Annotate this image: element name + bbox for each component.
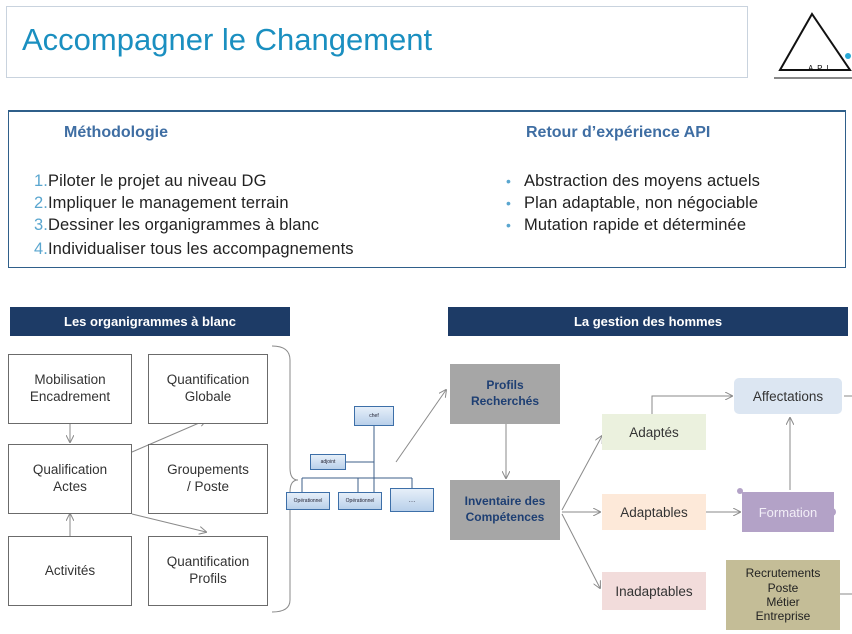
method-num: 4. xyxy=(34,240,48,258)
box-line: Actes xyxy=(53,479,87,494)
box-line: Métier xyxy=(766,595,800,609)
method-item-text: Individualiser tous les accompagnements xyxy=(47,240,354,258)
method-num: 2. xyxy=(34,194,48,212)
method-num: 3. xyxy=(34,216,48,234)
box-line: Profils xyxy=(486,378,524,393)
adaptes-box: Adaptés xyxy=(602,414,706,450)
activites-box: Activités xyxy=(8,536,132,606)
methodology-heading: Méthodologie xyxy=(64,124,168,141)
org-more-box: … xyxy=(390,488,434,512)
box-line: Recrutements xyxy=(745,566,821,581)
org-operationnel-box: Opérationnel xyxy=(338,492,382,510)
box-line: Compétences xyxy=(465,510,545,524)
box-line: Recherchés xyxy=(470,394,540,408)
box-line: / Poste xyxy=(186,479,229,494)
page-title: Accompagner le Changement xyxy=(22,22,433,57)
retour-item-text: Mutation rapide et déterminée xyxy=(524,216,747,234)
inadaptables-box: Inadaptables xyxy=(602,572,706,610)
org-operationnel-box: Opérationnel xyxy=(286,492,330,510)
bullet-icon: • xyxy=(506,173,512,189)
box-line: Quantification xyxy=(166,372,250,388)
method-item-4: 4.Individualiser tous les accompagnement… xyxy=(34,240,354,259)
box-line: Entreprise xyxy=(755,609,811,624)
box-line: Profils xyxy=(189,571,227,586)
organigrammes-banner: Les organigrammes à blanc xyxy=(10,307,290,336)
method-item-1: 1.Piloter le projet au niveau DG xyxy=(34,172,267,191)
box-line: Quantification xyxy=(166,554,250,570)
retour-item-text: Abstraction des moyens actuels xyxy=(524,172,760,190)
triangle-logo-icon xyxy=(774,12,852,79)
gestion-banner: La gestion des hommes xyxy=(448,307,848,336)
retour-item-2: • Plan adaptable, non négociable xyxy=(506,194,758,213)
retour-item-text: Plan adaptable, non négociable xyxy=(524,194,759,212)
method-num: 1. xyxy=(34,172,48,190)
api-logo: A P I xyxy=(772,10,852,82)
box-line: Globale xyxy=(184,389,232,404)
retour-item-3: • Mutation rapide et déterminée xyxy=(506,216,746,235)
methodology-box xyxy=(8,110,846,268)
box-line: Encadrement xyxy=(29,389,111,404)
method-item-text: Dessiner les organigrammes à blanc xyxy=(47,216,320,234)
box-line: Activités xyxy=(44,562,96,578)
org-chef-box: chef xyxy=(354,406,394,426)
formation-corner-dot xyxy=(828,508,836,516)
box-line: Inventaire des xyxy=(464,494,546,509)
title-box xyxy=(6,6,748,78)
affectations-box: Affectations xyxy=(734,378,842,414)
recrutements-box: Recrutements Poste Métier Entreprise xyxy=(726,560,840,630)
retour-heading: Retour d’expérience API xyxy=(526,124,711,141)
adaptables-box: Adaptables xyxy=(602,494,706,530)
bullet-icon: • xyxy=(506,195,512,211)
method-item-text: Impliquer le management terrain xyxy=(47,194,289,212)
formation-box: Formation xyxy=(742,492,834,532)
org-adjoint-box: adjoint xyxy=(310,454,346,470)
box-line: Mobilisation xyxy=(34,372,106,388)
method-item-2: 2.Impliquer le management terrain xyxy=(34,194,289,213)
box-line: Poste xyxy=(767,580,799,595)
method-item-text: Piloter le projet au niveau DG xyxy=(47,172,267,190)
logo-text: A P I xyxy=(808,64,830,73)
groupements-box: Groupements/ Poste xyxy=(148,444,268,514)
box-line: Groupements xyxy=(167,462,249,478)
method-item-3: 3.Dessiner les organigrammes à blanc xyxy=(34,216,319,235)
formation-corner-dot xyxy=(737,488,743,494)
box-line: Qualification xyxy=(32,462,108,478)
bullet-icon: • xyxy=(506,217,512,233)
retour-item-1: • Abstraction des moyens actuels xyxy=(506,172,760,191)
